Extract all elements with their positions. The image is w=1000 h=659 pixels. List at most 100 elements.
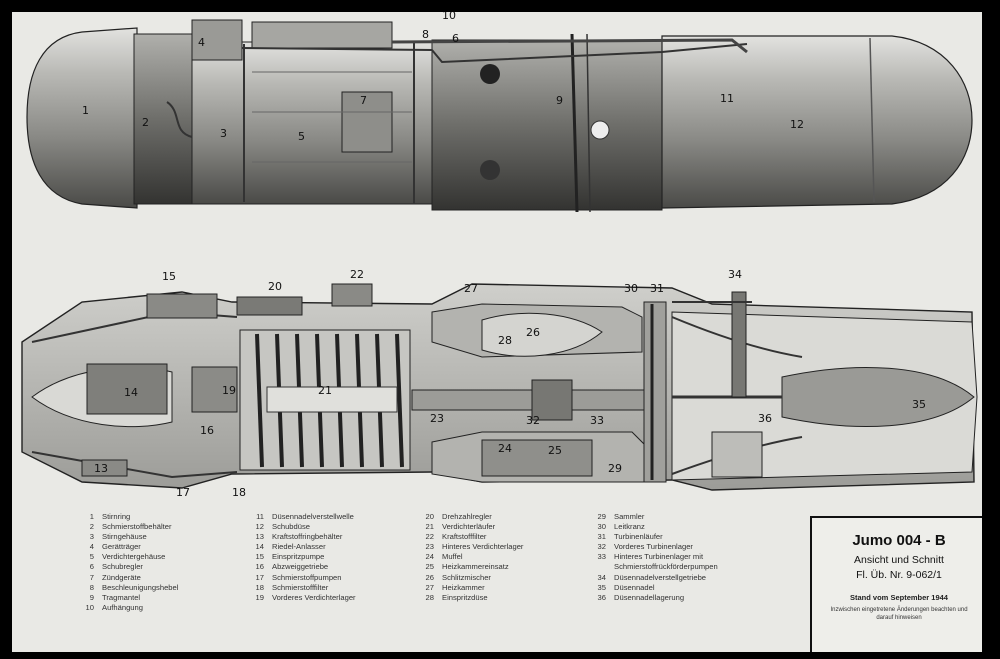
legend-label: Stirngehäuse xyxy=(102,532,147,542)
legend-number: 10 xyxy=(85,602,94,612)
legend-label: Aufhängung xyxy=(102,602,143,612)
legend-label: Verdichtergehäuse xyxy=(102,552,166,562)
legend-item: 6 Schubregler xyxy=(74,562,178,572)
legend-number: 14 xyxy=(255,542,264,552)
legend-label: Düsennadelverstellgetriebe xyxy=(614,572,707,582)
legend-number: 19 xyxy=(255,592,264,602)
legend-item: 10 Aufhängung xyxy=(74,603,178,613)
legend-label: Schubdüse xyxy=(272,522,310,532)
legend-label: Schubregler xyxy=(102,562,143,572)
status-line: Stand vom September 1944 xyxy=(850,593,948,602)
legend-number: 17 xyxy=(255,572,264,582)
legend-label: Vorderes Turbinenlager xyxy=(614,542,693,552)
callout-30: 30 xyxy=(624,282,638,295)
legend-label: Düsennadel xyxy=(614,582,655,592)
legend-label: Verdichterläufer xyxy=(442,522,496,532)
legend-label: Heizkammer xyxy=(442,582,485,592)
doc-number: Fl. Üb. Nr. 9-062/1 xyxy=(856,569,942,581)
legend-number: 6 xyxy=(89,562,94,572)
legend-number: 32 xyxy=(597,542,606,552)
callout-28: 28 xyxy=(498,334,512,347)
legend-label: Heizkammereinsatz xyxy=(442,562,509,572)
exterior-view xyxy=(26,19,973,213)
callout-31: 31 xyxy=(650,282,664,295)
callout-6: 6 xyxy=(452,32,459,45)
legend-label: Einspritzdüse xyxy=(442,592,488,602)
legend-number: 15 xyxy=(255,552,264,562)
legend-label: Beschleunigungshebel xyxy=(102,582,179,592)
callout-10: 10 xyxy=(442,12,456,22)
legend-label: Kraftstoffringbehälter xyxy=(272,532,343,542)
legend-label: Leitkranz xyxy=(614,522,645,532)
callout-7: 7 xyxy=(360,94,367,107)
callout-16: 16 xyxy=(200,424,214,437)
legend-item: 36 Düsennadellagerung xyxy=(586,593,718,603)
callout-34: 34 xyxy=(728,268,742,281)
legend-number: 12 xyxy=(255,522,264,532)
callout-4: 4 xyxy=(198,36,205,49)
legend-number: 18 xyxy=(255,582,264,592)
callout-9: 9 xyxy=(556,94,563,107)
callout-15: 15 xyxy=(162,270,176,283)
callout-18: 18 xyxy=(232,486,246,499)
legend-number: 31 xyxy=(597,532,606,542)
legend-item: 19 Vorderes Verdichterlager xyxy=(244,593,356,603)
legend-label: Riedel-Anlasser xyxy=(272,542,326,552)
legend-number: 1 xyxy=(89,512,94,521)
callout-20: 20 xyxy=(268,280,282,293)
legend-number: 26 xyxy=(425,572,434,582)
legend-label: Schmierstoffrückförderpumpen xyxy=(614,562,718,572)
legend-label: Düsennadelverstellwelle xyxy=(272,512,354,521)
legend-number: 22 xyxy=(425,532,434,542)
legend-number: 16 xyxy=(255,562,264,572)
legend-label: Düsennadellagerung xyxy=(614,592,685,602)
engine-drawing xyxy=(21,19,978,491)
callout-3: 3 xyxy=(220,127,227,140)
callout-12: 12 xyxy=(790,118,804,131)
legend-label: Einspritzpumpe xyxy=(272,552,325,562)
legend-number: 11 xyxy=(256,512,264,521)
callout-26: 26 xyxy=(526,326,540,339)
title: Jumo 004 - B xyxy=(852,532,946,549)
legend-label: Muffel xyxy=(442,552,463,562)
subtitle: Ansicht und Schnitt xyxy=(854,554,944,566)
drawing-sheet: 1 2 3 4 5 6 7 8 9 10 11 12 13 14 15 16 1… xyxy=(12,12,982,652)
legend-number: 36 xyxy=(597,592,606,602)
callout-29: 29 xyxy=(608,462,622,475)
callout-33: 33 xyxy=(590,414,604,427)
legend-item: Schmierstoffrückförderpumpen xyxy=(586,562,718,572)
title-block: Jumo 004 - B Ansicht und Schnitt Fl. Üb.… xyxy=(810,516,982,652)
note: Inzwischen eingetretene Änderungen beach… xyxy=(830,607,968,621)
callout-35: 35 xyxy=(912,398,926,411)
callout-27: 27 xyxy=(464,282,478,295)
legend-number: 8 xyxy=(89,582,94,592)
legend-number: 30 xyxy=(597,522,606,532)
legend-label: Tragmantel xyxy=(102,592,141,602)
legend-number: 7 xyxy=(89,572,94,582)
legend-label: Turbinenläufer xyxy=(614,532,663,542)
legend-label: Vorderes Verdichterlager xyxy=(272,592,356,602)
callout-32: 32 xyxy=(526,414,540,427)
legend-number: 35 xyxy=(597,582,606,592)
legend-item: 31 Turbinenläufer xyxy=(586,532,718,542)
callout-5: 5 xyxy=(298,130,305,143)
callout-36: 36 xyxy=(758,412,772,425)
callout-25: 25 xyxy=(548,444,562,457)
legend-item: 35 Düsennadel xyxy=(586,583,718,593)
